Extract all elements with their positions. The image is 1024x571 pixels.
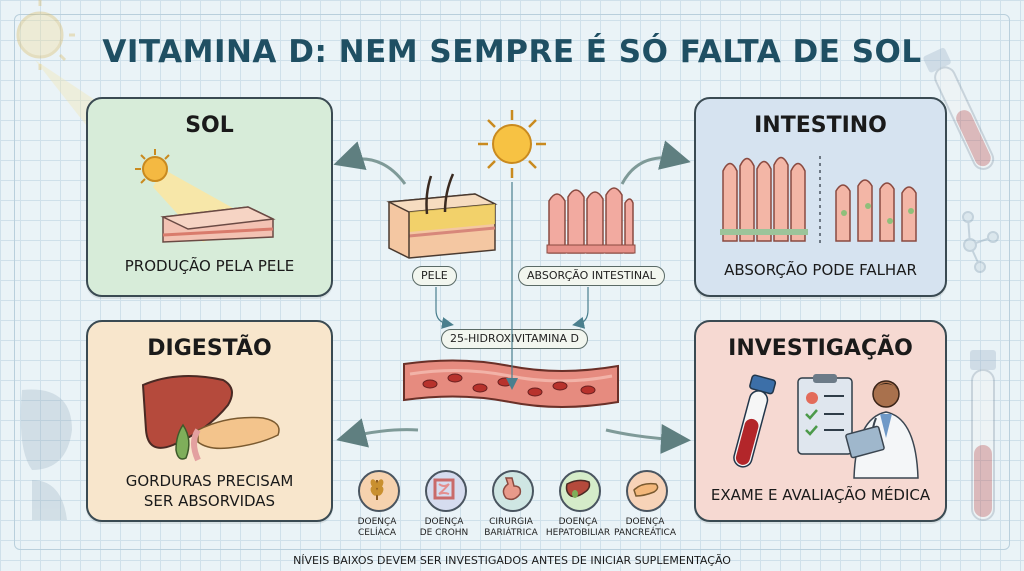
card-investigacao-title: INVESTIGAÇÃO xyxy=(728,336,913,361)
pancreas-icon xyxy=(626,470,668,512)
condition-label-line2: CELÍACA xyxy=(357,528,397,538)
condition-label-line1: CIRURGIA xyxy=(489,517,533,527)
background-tube-decoration xyxy=(923,47,995,170)
card-digestao-text-line1: GORDURAS PRECISAM xyxy=(125,472,294,490)
card-sol-title: SOL xyxy=(185,113,234,138)
card-digestao-text-line2: SER ABSORVIDAS xyxy=(143,492,276,510)
page-frame xyxy=(14,14,1010,550)
card-intestino: INTESTINO ABSORÇÃO PODE FALHAR xyxy=(694,97,947,297)
footer-note: NÍVEIS BAIXOS DEVEM SER INVESTIGADOS ANT… xyxy=(293,554,731,567)
condition-label-line1: DOENÇA xyxy=(625,517,665,527)
arrow-to-sol xyxy=(333,141,407,185)
condition-label-line1: DOENÇA xyxy=(558,517,598,527)
page-title: VITAMINA D: NEM SEMPRE É SÓ FALTA DE SOL xyxy=(102,34,922,70)
condition-label-line2: HEPATOBILIAR xyxy=(545,528,611,538)
blood-test-tube-icon xyxy=(733,374,777,468)
background-tube-decoration-2 xyxy=(970,350,996,521)
stomach-icon xyxy=(492,470,534,512)
doctor-icon xyxy=(845,380,919,479)
card-sol: SOL PRODUÇÃO PELA PELE xyxy=(86,97,333,297)
card-digestao-title: DIGESTÃO xyxy=(147,336,272,361)
arrow-to-investigacao xyxy=(605,424,691,454)
sun-skin-illustration-icon xyxy=(135,149,276,243)
sun-icon xyxy=(478,110,546,178)
card-intestino-text: ABSORÇÃO PODE FALHAR xyxy=(724,261,917,279)
condition-label-line2: DE CROHN xyxy=(419,528,469,538)
skin-cross-section-icon xyxy=(386,173,498,259)
absorcao-intestinal-label: ABSORÇÃO INTESTINAL xyxy=(518,266,665,286)
arrow-to-digestao xyxy=(336,418,419,448)
card-digestao: DIGESTÃO GORDURAS PRECISAM SER ABSORVIDA… xyxy=(86,320,333,522)
intestine-icon xyxy=(425,470,467,512)
arrow-absorcao-to-hidroxi xyxy=(572,287,589,329)
card-sol-text: PRODUÇÃO PELA PELE xyxy=(124,257,295,275)
card-investigacao-text: EXAME E AVALIAÇÃO MÉDICA xyxy=(710,486,931,504)
condition-label-line2: PANCREÁTICA xyxy=(613,528,676,538)
condition-label-line2: BARIÁTRICA xyxy=(484,528,538,538)
wheat-icon xyxy=(358,470,400,512)
pele-label: PELE xyxy=(412,266,457,286)
liver-pancreas-icon xyxy=(141,375,280,462)
intestinal-villi-icon xyxy=(720,156,917,246)
intestinal-villi-center-icon xyxy=(546,187,636,254)
liver-icon xyxy=(559,470,601,512)
condition-label-line1: DOENÇA xyxy=(357,517,397,527)
arrow-to-intestino xyxy=(620,140,691,185)
hidroxivitamina-label: 25-HIDROXIVITAMINA D xyxy=(441,329,588,349)
card-investigacao: INVESTIGAÇÃO EXAME E AVALIAÇÃO MÉDICA xyxy=(694,320,947,522)
card-intestino-title: INTESTINO xyxy=(754,113,887,138)
condition-label-line1: DOENÇA xyxy=(424,517,464,527)
arrow-pele-to-hidroxi xyxy=(435,287,454,329)
medical-clipboard-icon xyxy=(797,374,853,455)
background-organ-decoration xyxy=(20,389,72,520)
background-molecule-decoration xyxy=(962,211,999,273)
